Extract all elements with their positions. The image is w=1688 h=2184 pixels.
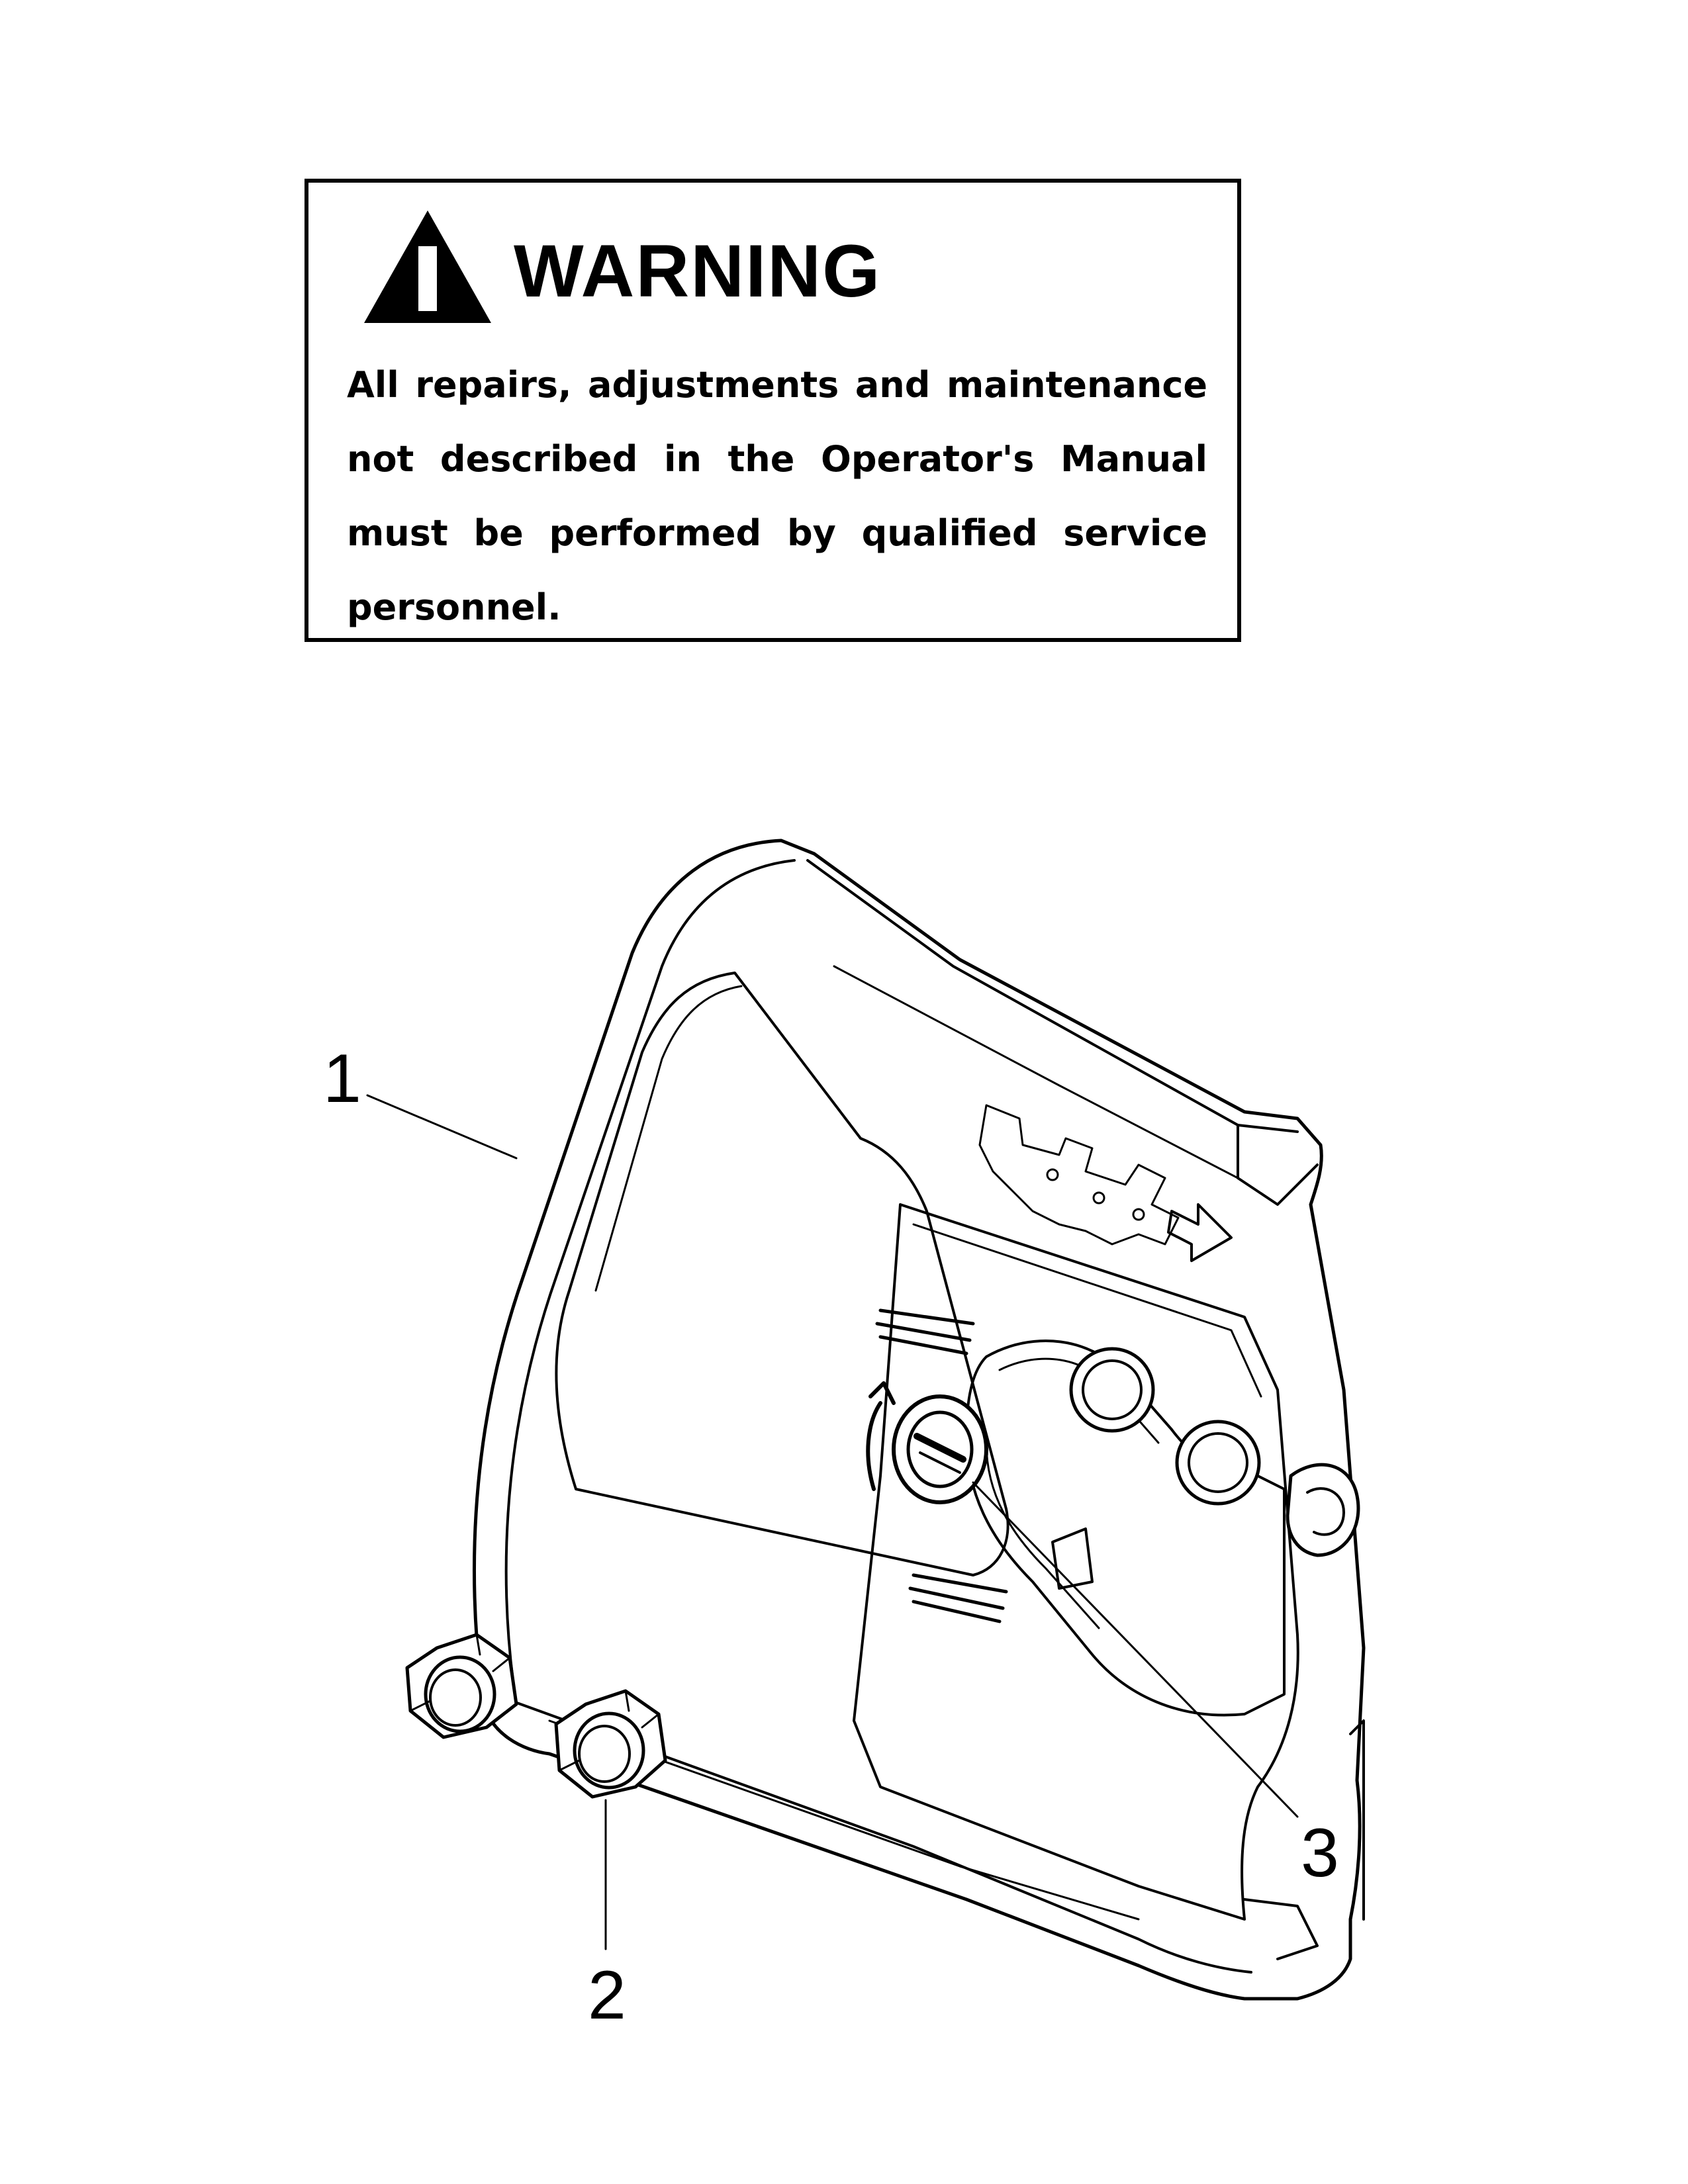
warning-triangle-icon bbox=[364, 210, 491, 323]
bar-nut-left bbox=[405, 1633, 518, 1739]
sprocket-cover bbox=[473, 839, 1366, 2001]
callout-3: 3 bbox=[1301, 1815, 1339, 1891]
bar-nut-right bbox=[554, 1689, 667, 1799]
warning-title: WARNING bbox=[514, 230, 882, 312]
warning-line: not described in the Operator's Manual bbox=[347, 438, 1207, 480]
callout-2: 2 bbox=[588, 1957, 626, 2034]
warning-label: WARNING All repairs, adjustments and mai… bbox=[305, 179, 1241, 642]
warning-line: must be performed by qualified service bbox=[347, 512, 1207, 554]
leader-line-1 bbox=[366, 1094, 518, 1160]
callout-1: 1 bbox=[323, 1040, 361, 1117]
warning-line: All repairs, adjustments and maintenance bbox=[347, 364, 1207, 406]
leader-line-3 bbox=[972, 1481, 1299, 1818]
warning-line: personnel. bbox=[347, 586, 561, 628]
warning-text: All repairs, adjustments and maintenance… bbox=[347, 348, 1207, 645]
